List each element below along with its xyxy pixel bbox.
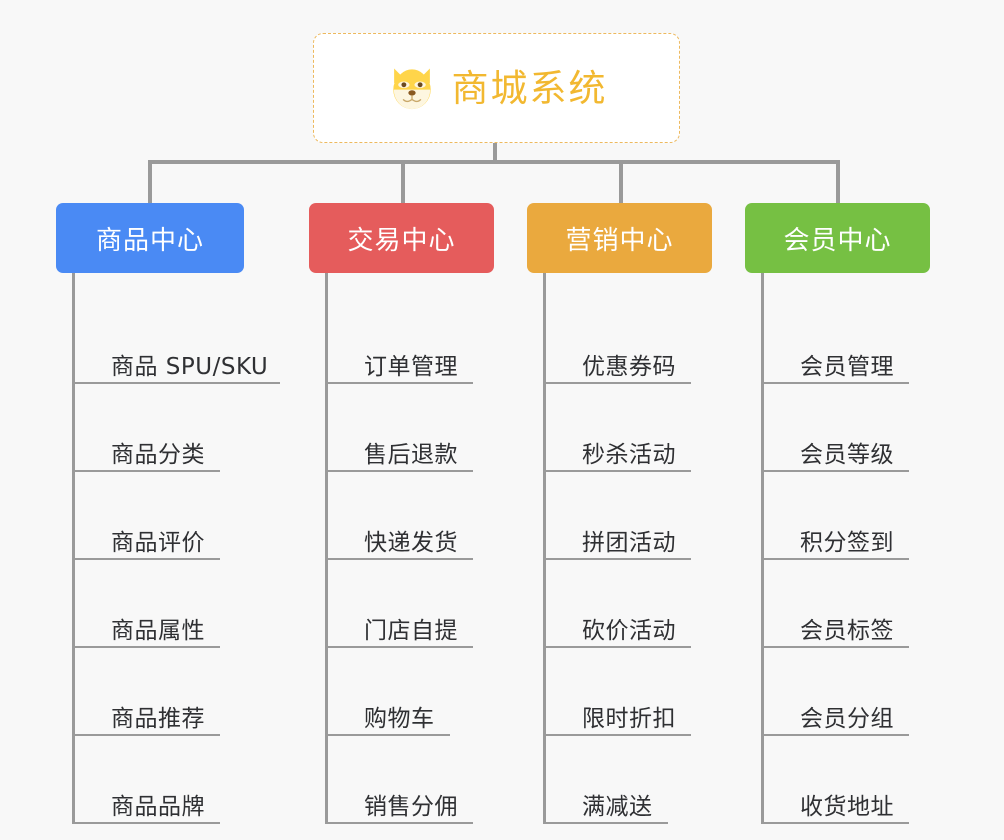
list-item-rule — [546, 470, 691, 472]
list-item[interactable]: 会员等级 — [764, 384, 930, 472]
category-header-3[interactable]: 营销中心 — [527, 203, 712, 273]
category-header-2[interactable]: 交易中心 — [309, 203, 494, 273]
list-item-label: 拼团活动 — [582, 529, 676, 556]
list-item[interactable]: 售后退款 — [328, 384, 494, 472]
category-header-label: 营销中心 — [565, 225, 674, 256]
list-item-label: 商品品牌 — [111, 793, 205, 820]
list-item-label: 商品推荐 — [111, 705, 205, 732]
list-item-label: 订单管理 — [364, 353, 458, 380]
list-item[interactable]: 收货地址 — [764, 736, 930, 824]
list-item-rule — [328, 822, 473, 824]
category-column-1: 商品中心商品 SPU/SKU 商品分类商品评价商品属性商品推荐商品品牌 — [56, 203, 280, 824]
list-item-label: 会员分组 — [800, 705, 894, 732]
list-item[interactable]: 积分签到 — [764, 472, 930, 560]
list-item-rule — [75, 646, 220, 648]
list-item-rule — [764, 382, 909, 384]
list-item[interactable]: 优惠券码 — [546, 296, 712, 384]
list-item-label: 快递发货 — [364, 529, 458, 556]
list-item-label: 积分签到 — [800, 529, 894, 556]
category-column-3: 营销中心优惠券码秒杀活动拼团活动砍价活动限时折扣满减送 — [527, 203, 712, 824]
list-item-rule — [764, 646, 909, 648]
list-item-rule — [75, 558, 220, 560]
list-item-rule — [328, 558, 473, 560]
list-item-label: 商品评价 — [111, 529, 205, 556]
category-column-4: 会员中心会员管理会员等级积分签到会员标签会员分组收货地址 — [745, 203, 930, 824]
category-column-2: 交易中心订单管理售后退款快递发货门店自提购物车销售分佣 — [309, 203, 494, 824]
connector-drop-4 — [836, 160, 840, 203]
category-subtree-1: 商品 SPU/SKU 商品分类商品评价商品属性商品推荐商品品牌 — [72, 273, 280, 824]
list-item[interactable]: 限时折扣 — [546, 648, 712, 736]
list-item-label: 售后退款 — [364, 441, 458, 468]
list-item-rule — [328, 646, 473, 648]
list-item[interactable]: 拼团活动 — [546, 472, 712, 560]
category-subtree-3: 优惠券码秒杀活动拼团活动砍价活动限时折扣满减送 — [543, 273, 712, 824]
list-item[interactable]: 砍价活动 — [546, 560, 712, 648]
connector-root-stem — [493, 143, 497, 163]
connector-drop-3 — [619, 160, 623, 203]
connector-horizontal-bus — [148, 160, 840, 164]
list-item[interactable]: 会员管理 — [764, 296, 930, 384]
category-header-label: 商品中心 — [95, 225, 204, 256]
list-item[interactable]: 秒杀活动 — [546, 384, 712, 472]
list-item-rule — [75, 822, 220, 824]
category-header-4[interactable]: 会员中心 — [745, 203, 930, 273]
list-item-rule — [75, 470, 220, 472]
list-item-rule — [546, 382, 691, 384]
list-item-label: 满减送 — [582, 793, 653, 820]
list-item[interactable]: 商品推荐 — [75, 648, 244, 736]
list-item-rule — [546, 646, 691, 648]
list-item[interactable]: 销售分佣 — [328, 736, 494, 824]
list-item-rule — [764, 470, 909, 472]
list-item-label: 销售分佣 — [364, 793, 458, 820]
list-item-label: 砍价活动 — [582, 617, 676, 644]
list-item-rule — [75, 734, 220, 736]
connector-drop-1 — [148, 160, 152, 203]
list-item[interactable]: 商品评价 — [75, 472, 244, 560]
list-item-label: 会员标签 — [800, 617, 894, 644]
category-header-label: 交易中心 — [347, 225, 456, 256]
list-item-rule — [546, 822, 668, 824]
list-item[interactable]: 商品品牌 — [75, 736, 244, 824]
list-item[interactable]: 商品属性 — [75, 560, 244, 648]
list-item-rule — [328, 382, 473, 384]
list-item[interactable]: 满减送 — [546, 736, 712, 824]
category-subtree-4: 会员管理会员等级积分签到会员标签会员分组收货地址 — [761, 273, 930, 824]
list-item-label: 购物车 — [364, 705, 435, 732]
list-item-rule — [764, 822, 909, 824]
list-item-label: 会员等级 — [800, 441, 894, 468]
list-item-label: 商品属性 — [111, 617, 205, 644]
list-item-label: 限时折扣 — [582, 705, 676, 732]
list-item[interactable]: 门店自提 — [328, 560, 494, 648]
list-item[interactable]: 会员标签 — [764, 560, 930, 648]
category-subtree-2: 订单管理售后退款快递发货门店自提购物车销售分佣 — [325, 273, 494, 824]
shiba-dog-emoji — [392, 68, 431, 110]
category-header-1[interactable]: 商品中心 — [56, 203, 244, 273]
list-item[interactable]: 订单管理 — [328, 296, 494, 384]
list-item[interactable]: 购物车 — [328, 648, 494, 736]
list-item-rule — [75, 382, 280, 384]
list-item-rule — [764, 558, 909, 560]
list-item-label: 优惠券码 — [582, 353, 676, 380]
list-item-label: 商品 SPU/SKU — [111, 353, 269, 380]
list-item-label: 收货地址 — [800, 793, 894, 820]
list-item-rule — [546, 558, 691, 560]
list-item-label: 商品分类 — [111, 441, 205, 468]
list-item[interactable]: 快递发货 — [328, 472, 494, 560]
list-item-label: 秒杀活动 — [582, 441, 676, 468]
page-title: 商城系统 — [451, 66, 608, 110]
list-item-label: 门店自提 — [364, 617, 458, 644]
list-item[interactable]: 会员分组 — [764, 648, 930, 736]
connector-drop-2 — [401, 160, 405, 203]
list-item-label: 会员管理 — [800, 353, 894, 380]
list-item[interactable]: 商品分类 — [75, 384, 244, 472]
list-item-rule — [764, 734, 909, 736]
root-node[interactable]: 商城系统 — [313, 33, 680, 143]
list-item[interactable]: 商品 SPU/SKU — [75, 296, 280, 384]
list-item-rule — [328, 470, 473, 472]
list-item-rule — [328, 734, 450, 736]
category-header-label: 会员中心 — [783, 225, 892, 256]
list-item-rule — [546, 734, 691, 736]
